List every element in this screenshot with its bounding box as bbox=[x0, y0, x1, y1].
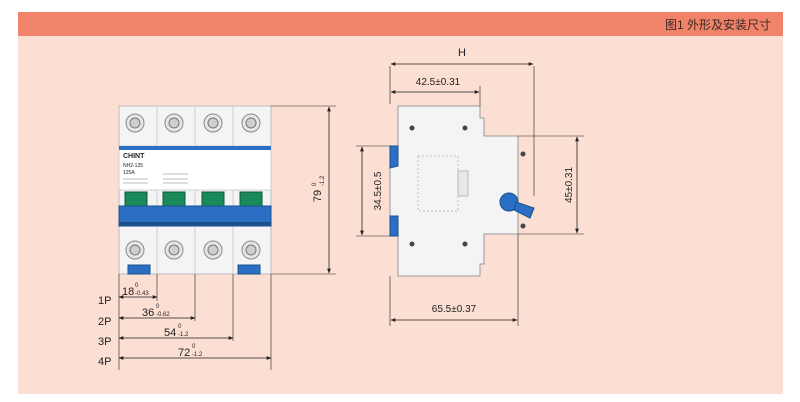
side-clip-top bbox=[389, 145, 399, 169]
pole-label-4p: 4P bbox=[98, 356, 111, 368]
rivet bbox=[409, 125, 415, 131]
side-depth-bottom: 65.5±0.37 bbox=[432, 304, 477, 315]
front-height-lower-tol: -1.2 bbox=[320, 175, 326, 186]
side-inner-slot bbox=[457, 170, 469, 197]
handle-shadow bbox=[119, 222, 271, 226]
din-clip-left bbox=[127, 264, 151, 275]
dim-3p-upper-tol: 0 bbox=[178, 324, 182, 330]
width-dimensions: 1P 18 0 -0.43 2P 36 0 -0.62 3P 54 0 -1.2… bbox=[98, 274, 272, 370]
dim-2p-lower-tol: -0.62 bbox=[156, 312, 170, 318]
figure-title: 图1 外形及安装尺寸 bbox=[664, 18, 771, 32]
front-height-dimension: 79 0 -1.2 bbox=[271, 105, 336, 275]
rivet bbox=[520, 223, 526, 229]
dim-4p-base: 72 bbox=[178, 347, 190, 359]
din-clip-right bbox=[237, 264, 261, 275]
front-height-upper-tol: 0 bbox=[312, 182, 318, 186]
dim-4p-lower-tol: -1.2 bbox=[192, 352, 203, 358]
handles bbox=[124, 191, 263, 207]
rivet bbox=[409, 241, 415, 247]
pole-label-1p: 1P bbox=[98, 295, 111, 307]
front-height-base: 79 bbox=[312, 190, 324, 202]
pole-label-2p: 2P bbox=[98, 316, 111, 328]
side-dimensions: H 42.5±0.31 65.5±0.37 34.5±0.5 bbox=[356, 47, 584, 326]
side-left-height: 34.5±0.5 bbox=[373, 171, 384, 210]
dim-2p-upper-tol: 0 bbox=[156, 304, 160, 310]
dim-4p-upper-tol: 0 bbox=[192, 344, 196, 350]
side-body bbox=[389, 105, 519, 277]
dim-1p-upper-tol: 0 bbox=[135, 283, 139, 289]
dim-3p-base: 54 bbox=[164, 327, 176, 339]
bottom-terminal-screws bbox=[125, 240, 261, 260]
front-view: CHINT NH2-125 125A bbox=[118, 105, 272, 275]
dimension-drawing: CHINT NH2-125 125A bbox=[98, 47, 584, 370]
side-handle-lever bbox=[513, 201, 535, 219]
brand-logo: CHINT bbox=[123, 153, 145, 160]
side-total-label: H bbox=[458, 47, 466, 59]
rivet bbox=[462, 241, 468, 247]
pole-label-3p: 3P bbox=[98, 336, 111, 348]
model-label: NH2-125 bbox=[123, 163, 143, 169]
side-right-height: 45±0.31 bbox=[564, 167, 575, 204]
header-bar: 图1 外形及安装尺寸 bbox=[18, 12, 783, 36]
drawing-panel: CHINT NH2-125 125A bbox=[18, 36, 783, 394]
dim-1p-lower-tol: -0.43 bbox=[135, 291, 149, 297]
rating-label: 125A bbox=[123, 170, 135, 176]
dim-3p-lower-tol: -1.2 bbox=[178, 332, 189, 338]
side-depth-top: 42.5±0.31 bbox=[416, 77, 461, 88]
top-terminal-screws bbox=[125, 113, 261, 133]
side-clip-bottom bbox=[389, 215, 399, 237]
dim-2p-base: 36 bbox=[142, 307, 154, 319]
rivet bbox=[462, 125, 468, 131]
side-view bbox=[389, 105, 535, 277]
side-inner-window bbox=[417, 155, 459, 212]
rivet bbox=[520, 151, 526, 157]
side-handle bbox=[499, 192, 519, 212]
dim-1p-base: 18 bbox=[122, 286, 134, 298]
label-blue-stripe bbox=[119, 146, 271, 150]
